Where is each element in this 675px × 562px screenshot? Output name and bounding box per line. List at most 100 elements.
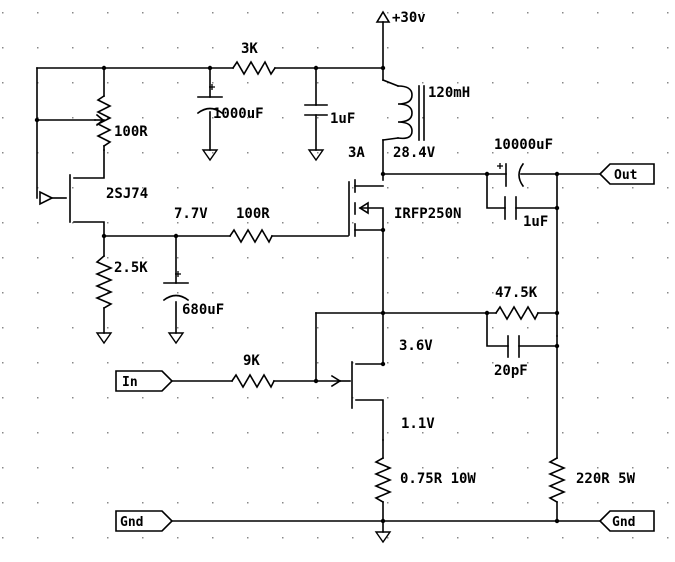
capacitor-20pf-label: 20pF [494, 363, 528, 379]
grid-dot [177, 432, 179, 434]
grid-dot [387, 502, 389, 504]
grid-dot [72, 12, 74, 14]
component-labels: +30v 3K 1000uF 1uF 120mH 100R 2SJ74 3A 2… [106, 10, 636, 487]
supply-arrow-icon [375, 10, 391, 23]
grid-dot [142, 292, 144, 294]
grid-dot [527, 502, 529, 504]
grid-dot [492, 47, 494, 49]
wires [36, 21, 601, 533]
mosfet-irfp250n-arrow-icon [358, 201, 369, 215]
grid-dot [667, 292, 669, 294]
ground-icon [201, 149, 219, 162]
grid-dot [107, 432, 109, 434]
grid-dot [632, 397, 634, 399]
grid-dot [492, 432, 494, 434]
grid-dot [387, 187, 389, 189]
grid-dot [317, 537, 319, 539]
grid-dot [142, 327, 144, 329]
grid-dot [632, 537, 634, 539]
grid-dot [527, 187, 529, 189]
grid-dot [2, 152, 4, 154]
grid-dot [562, 47, 564, 49]
port-out[interactable]: Out [598, 163, 655, 185]
grid-dot [562, 432, 564, 434]
grid-dot [2, 12, 4, 14]
grid-dot [597, 152, 599, 154]
grid-dot [177, 187, 179, 189]
grid-dot [457, 537, 459, 539]
grid-dot [247, 397, 249, 399]
grid-dot [107, 537, 109, 539]
ground-icon [95, 332, 113, 345]
grid-dot [317, 362, 319, 364]
grid-dot [597, 117, 599, 119]
grid-dot [352, 187, 354, 189]
grid-dot [422, 12, 424, 14]
grid-dot [317, 47, 319, 49]
grid-dot [667, 432, 669, 434]
grid-dot [247, 117, 249, 119]
grid-dot [457, 117, 459, 119]
grid-dot [597, 362, 599, 364]
grid-dot [667, 47, 669, 49]
grid-dot [597, 432, 599, 434]
grid-dot [72, 292, 74, 294]
grid-dot [492, 152, 494, 154]
grid-dot [422, 432, 424, 434]
grid-dot [527, 292, 529, 294]
capacitor-1000uf-symbol [196, 84, 224, 115]
grid-dot [107, 257, 109, 259]
port-in-label: In [122, 375, 138, 390]
grid-dot [212, 152, 214, 154]
grid-dot [597, 292, 599, 294]
grid-dot [177, 152, 179, 154]
grid-dot [247, 12, 249, 14]
grid-dot [37, 222, 39, 224]
grid-dot [492, 222, 494, 224]
resistor-9k-label: 9K [243, 353, 260, 369]
grid-dot [247, 82, 249, 84]
grid-dot [422, 257, 424, 259]
grid-dot [142, 82, 144, 84]
grid-dot [667, 362, 669, 364]
grid-dot [317, 292, 319, 294]
grid-dot [597, 187, 599, 189]
grid-dot [177, 502, 179, 504]
grid-dot [527, 257, 529, 259]
grid-dot [632, 152, 634, 154]
grid-dot [422, 292, 424, 294]
grid-dot [562, 327, 564, 329]
ground-icon [167, 332, 185, 345]
grid-dot [457, 397, 459, 399]
resistor-0-75r-symbol [373, 456, 393, 504]
ground-icon [307, 149, 325, 162]
port-gnd-right[interactable]: Gnd [598, 510, 655, 532]
grid-dot [72, 362, 74, 364]
grid-dot [422, 82, 424, 84]
grid-dot [387, 397, 389, 399]
grid-dot [317, 82, 319, 84]
grid-dot [667, 12, 669, 14]
capacitor-1uf-top-symbol [304, 104, 328, 116]
grid-dot [597, 537, 599, 539]
grid-dot [422, 502, 424, 504]
grid-dot [107, 467, 109, 469]
grid-dot [667, 222, 669, 224]
grid-dot [212, 362, 214, 364]
port-in[interactable]: In [115, 370, 174, 392]
grid-dot [632, 502, 634, 504]
grid-dot [37, 537, 39, 539]
grid-dot [72, 47, 74, 49]
port-gnd-right-label: Gnd [612, 515, 635, 530]
grid-dot [597, 502, 599, 504]
grid-dot [667, 327, 669, 329]
grid-dot [667, 397, 669, 399]
port-gnd-left-label: Gnd [120, 515, 143, 530]
grid-dot [527, 327, 529, 329]
resistor-220r-label: 220R 5W [576, 471, 636, 487]
grid-dot [352, 257, 354, 259]
grid-dot [2, 187, 4, 189]
capacitor-1uf-out-label: 1uF [523, 214, 548, 230]
grid-dot [72, 117, 74, 119]
port-gnd-left[interactable]: Gnd [115, 510, 174, 532]
